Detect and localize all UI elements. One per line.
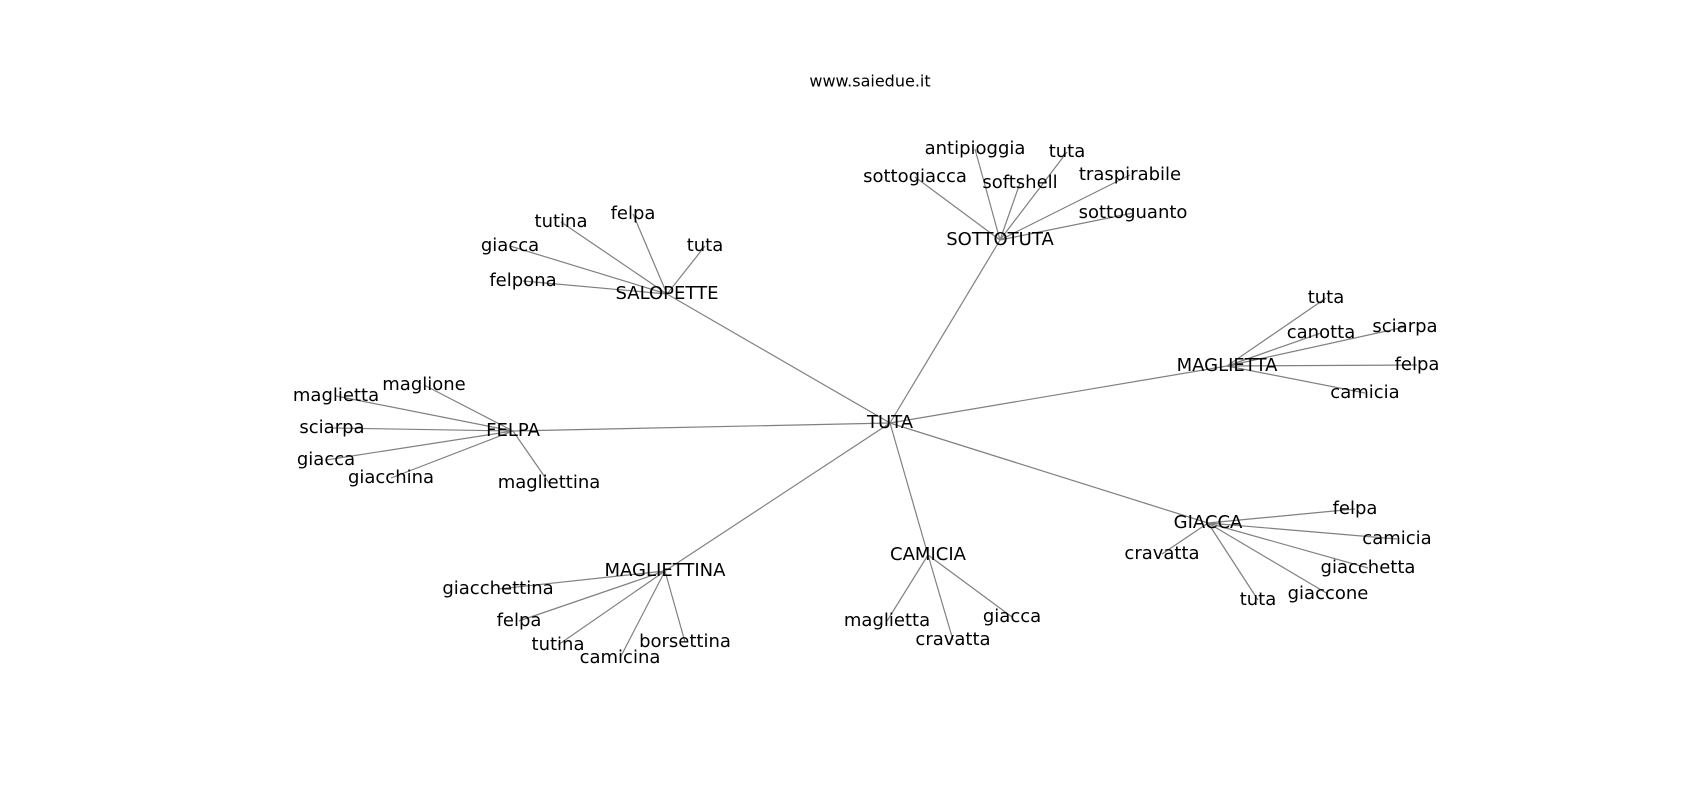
hub-node-felpa: FELPA bbox=[486, 420, 540, 441]
labels-layer: www.saiedue.it TUTA SOTTOTUTA antipioggia t… bbox=[293, 72, 1440, 669]
edge-maglietta-leaf bbox=[1226, 326, 1406, 367]
edge-salopette-leaf bbox=[560, 221, 668, 295]
leaf-node-label: felpa bbox=[1395, 354, 1440, 375]
leaf-node-label: tutina bbox=[535, 211, 588, 232]
leaf-node-label: antipioggia bbox=[925, 138, 1026, 159]
edge-maglietta-leaf bbox=[1226, 297, 1327, 367]
hub-node-giacca: GIACCA bbox=[1174, 512, 1243, 533]
edge-magliettina-leaf bbox=[619, 570, 666, 659]
leaf-node-label: tutina bbox=[532, 634, 585, 655]
leaf-node-label: tuta bbox=[1308, 287, 1345, 308]
edge-sottotuta-leaf bbox=[999, 182, 1021, 241]
leaf-node-label: camicina bbox=[580, 647, 661, 668]
leaf-node-label: maglione bbox=[382, 374, 466, 395]
leaf-node-label: felpa bbox=[497, 610, 542, 631]
hub-node-magliettina: MAGLIETTINA bbox=[605, 560, 727, 581]
leaf-node-label: sottoguanto bbox=[1079, 202, 1188, 223]
edge-maglietta-leaf bbox=[1226, 365, 1366, 394]
leaf-node-label: sottogiacca bbox=[863, 166, 967, 187]
leaf-node-label: giacchettina bbox=[442, 578, 553, 599]
leaf-node-label: borsettina bbox=[639, 631, 731, 652]
leaf-node-label: cravatta bbox=[915, 629, 990, 650]
edge-sottotuta-leaf bbox=[999, 212, 1134, 241]
edge-root-felpa bbox=[512, 422, 891, 432]
edge-felpa-leaf bbox=[335, 395, 514, 432]
leaf-node-label: giacchina bbox=[348, 467, 434, 488]
edge-salopette-leaf bbox=[666, 245, 706, 295]
edge-felpa-leaf bbox=[423, 384, 514, 432]
edge-felpa-leaf bbox=[331, 427, 514, 432]
leaf-node-label: softshell bbox=[982, 172, 1057, 193]
edge-sottotuta-leaf bbox=[999, 151, 1068, 241]
leaf-node-label: felpa bbox=[611, 203, 656, 224]
edge-giacca-leaf bbox=[1207, 522, 1329, 595]
leaf-node-label: magliettina bbox=[498, 472, 601, 493]
leaf-node-label: traspirabile bbox=[1079, 164, 1181, 185]
leaf-node-label: giacchetta bbox=[1321, 557, 1416, 578]
edge-root-sottotuta bbox=[889, 239, 1001, 424]
leaf-node-label: giacca bbox=[297, 449, 355, 470]
leaf-node-label: giaccone bbox=[1288, 583, 1369, 604]
edge-camicia-leaf bbox=[886, 554, 929, 622]
edge-sottotuta-leaf bbox=[974, 148, 1001, 241]
leaf-node-label: giacca bbox=[983, 606, 1041, 627]
leaf-node-label: maglietta bbox=[844, 610, 930, 631]
leaf-node-label: camicia bbox=[1330, 382, 1399, 403]
root-node-label: TUTA bbox=[866, 412, 914, 433]
edge-felpa-leaf bbox=[325, 430, 514, 461]
hub-node-maglietta: MAGLIETTA bbox=[1177, 355, 1278, 376]
edge-magliettina-leaf bbox=[497, 570, 666, 590]
leaf-node-label: giacca bbox=[481, 235, 539, 256]
leaf-node-label: felpona bbox=[489, 270, 556, 291]
edge-sottotuta-leaf bbox=[999, 174, 1131, 241]
leaf-node-label: camicia bbox=[1362, 528, 1431, 549]
leaf-node-label: sciarpa bbox=[1372, 316, 1437, 337]
edge-giacca-leaf bbox=[1207, 522, 1398, 540]
edge-root-maglietta bbox=[889, 365, 1228, 424]
edge-giacca-leaf bbox=[1207, 508, 1356, 524]
edge-maglietta-leaf bbox=[1226, 364, 1418, 367]
edge-magliettina-leaf bbox=[518, 570, 666, 622]
edge-magliettina-leaf bbox=[557, 570, 666, 646]
edge-salopette-leaf bbox=[509, 245, 668, 295]
leaf-node-label: tuta bbox=[1049, 141, 1086, 162]
edge-giacca-leaf bbox=[1207, 522, 1369, 569]
edge-magliettina-leaf bbox=[664, 570, 686, 643]
site-url: www.saiedue.it bbox=[809, 72, 930, 91]
edge-root-giacca bbox=[889, 422, 1209, 524]
leaf-node-label: cravatta bbox=[1124, 543, 1199, 564]
hub-node-camicia: CAMICIA bbox=[890, 544, 967, 565]
leaf-node-label: canotta bbox=[1287, 322, 1356, 343]
leaf-node-label: tuta bbox=[687, 235, 724, 256]
edge-camicia-leaf bbox=[927, 554, 1013, 618]
edge-salopette-leaf bbox=[522, 280, 668, 295]
leaf-node-label: felpa bbox=[1333, 498, 1378, 519]
leaf-node-label: tuta bbox=[1240, 589, 1277, 610]
edge-felpa-leaf bbox=[512, 430, 550, 484]
edge-salopette-leaf bbox=[632, 213, 668, 295]
edge-root-camicia bbox=[889, 422, 929, 556]
edges-layer bbox=[325, 148, 1418, 659]
leaf-node-label: sciarpa bbox=[299, 417, 364, 438]
edge-giacca-leaf bbox=[1161, 522, 1209, 555]
edge-sottotuta-leaf bbox=[914, 176, 1001, 241]
edge-root-salopette bbox=[666, 293, 891, 424]
edge-camicia-leaf bbox=[927, 554, 954, 641]
hub-node-salopette: SALOPETTE bbox=[616, 283, 719, 304]
edge-root-magliettina bbox=[664, 422, 891, 572]
edge-maglietta-leaf bbox=[1226, 332, 1322, 367]
edge-giacca-leaf bbox=[1207, 522, 1259, 601]
hub-node-sottotuta: SOTTOTUTA bbox=[946, 229, 1054, 250]
leaf-node-label: maglietta bbox=[293, 385, 379, 406]
edge-felpa-leaf bbox=[390, 430, 514, 479]
